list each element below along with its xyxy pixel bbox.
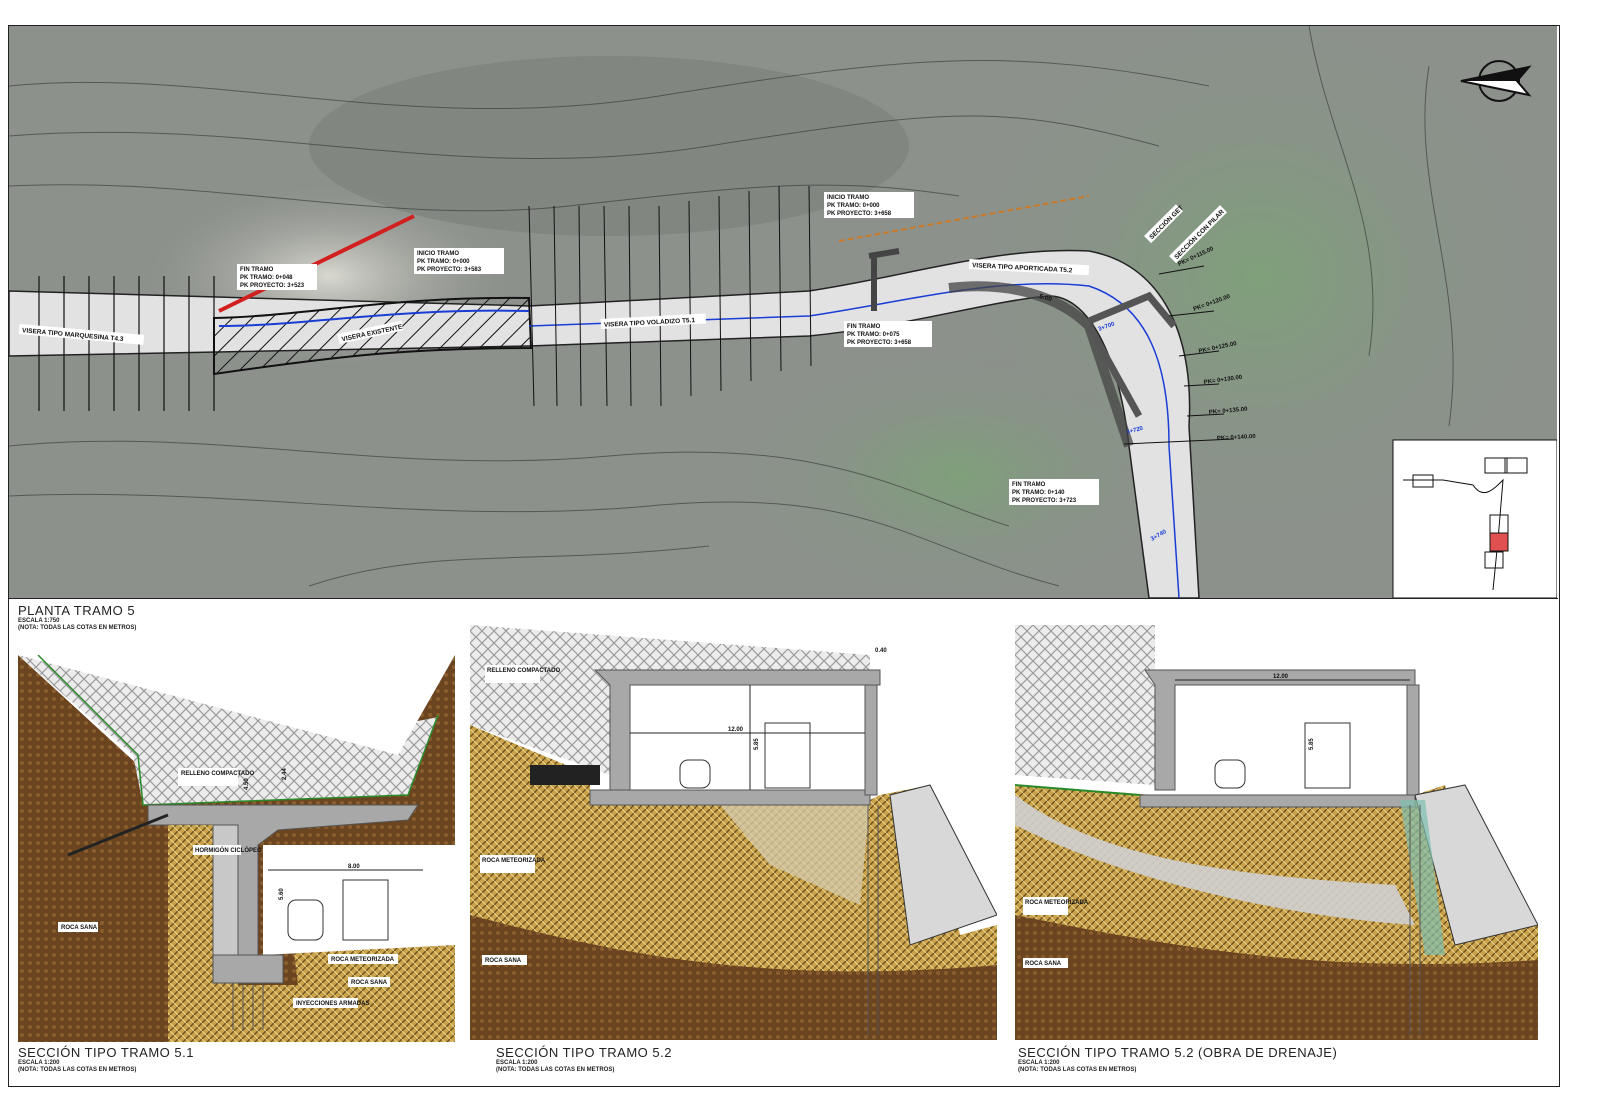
aporticada-structure (948, 281, 1134, 448)
svg-text:PK TRAMO: 0+000: PK TRAMO: 0+000 (417, 259, 470, 265)
svg-text:FIN TRAMO: FIN TRAMO (1012, 482, 1046, 488)
label-voladizo: VISERA TIPO VOLADIZO T5.1 (604, 317, 696, 329)
dim-12-00: 12.00 (728, 727, 744, 733)
dim-5-85: 5.85 (1309, 738, 1315, 750)
svg-text:PK= 0+130.00: PK= 0+130.00 (1203, 375, 1243, 386)
callouts: FIN TRAMO PK TRAMO: 0+048 PK PROYECTO: 3+5… (237, 192, 1099, 505)
label-hormigon-ciclopeo: HORMIGÓN CICLÓPEO (195, 846, 262, 854)
svg-text:PK= 0+135.00: PK= 0+135.00 (1209, 407, 1249, 416)
label-roca-meteorizada: ROCA METEORIZADA (482, 858, 546, 864)
contour-lines (9, 26, 1454, 587)
dim-2-44: 2.44 (282, 768, 288, 780)
svg-text:PK PROYECTO: 3+658: PK PROYECTO: 3+658 (827, 211, 892, 217)
north-arrow-icon (1460, 60, 1532, 102)
section-ticks (528, 185, 812, 407)
callout-inicio-tramo-1: INICIO TRAMO PK TRAMO: 0+000 PK PROYECTO: … (414, 248, 504, 274)
section-5-1-note: (NOTA: TODAS LAS COTAS EN METROS) (18, 1067, 137, 1073)
section-5-2-drenaje-title-block: SECCIÓN TIPO TRAMO 5.2 (OBRA DE DRENAJE)… (1018, 1045, 1337, 1074)
section-5-2-drawing: RELLENO COMPACTADO ROCA METEORIZADA ROCA… (470, 625, 997, 1040)
plan-note: (NOTA: TODAS LAS COTAS EN METROS) (18, 625, 137, 631)
label-relleno-compactado: RELLENO COMPACTADO (487, 668, 560, 674)
section-5-2-note: (NOTA: TODAS LAS COTAS EN METROS) (496, 1067, 615, 1073)
label-roca-sana: ROCA SANA (61, 925, 98, 931)
section-5-1-title: SECCIÓN TIPO TRAMO 5.1 (18, 1045, 194, 1060)
drawing-frame (8, 25, 1560, 1087)
svg-text:PK PROYECTO: 3+723: PK PROYECTO: 3+723 (1012, 498, 1077, 504)
section-5-2-drenaje-scale: ESCALA 1:200 (1018, 1060, 1060, 1066)
svg-text:INICIO TRAMO: INICIO TRAMO (827, 195, 869, 201)
label-roca-sana: ROCA SANA (1025, 961, 1062, 967)
label-inyecciones: INYECCIONES ARMADAS (296, 1001, 369, 1007)
label-roca-sana: ROCA SANA (485, 958, 522, 964)
plan-title: PLANTA TRAMO 5 (18, 603, 136, 618)
label-roca-sana-2: ROCA SANA (351, 980, 388, 986)
section-5-2-drenaje-drawing: ROCA METEORIZADA ROCA SANA 12.00 5.85 (1015, 625, 1538, 1040)
svg-text:FIN TRAMO: FIN TRAMO (847, 324, 881, 330)
section-5-2-title: SECCIÓN TIPO TRAMO 5.2 (496, 1045, 672, 1060)
location-key-map (1392, 439, 1557, 598)
section-5-1-title-block: SECCIÓN TIPO TRAMO 5.1 ESCALA 1:200 (NOT… (18, 1045, 194, 1074)
label-roca-meteorizada: ROCA METEORIZADA (1025, 900, 1089, 906)
dim-5-60: 5.60 (279, 888, 285, 900)
svg-text:INICIO TRAMO: INICIO TRAMO (417, 251, 459, 257)
svg-text:PK PROYECTO: 3+583: PK PROYECTO: 3+583 (417, 267, 482, 273)
svg-text:PK TRAMO: 0+075: PK TRAMO: 0+075 (847, 332, 900, 338)
svg-text:PK TRAMO: 0+140: PK TRAMO: 0+140 (1012, 490, 1065, 496)
callout-fin-tramo-1: FIN TRAMO PK TRAMO: 0+048 PK PROYECTO: 3+5… (237, 264, 317, 290)
svg-text:FIN TRAMO: FIN TRAMO (240, 267, 274, 273)
plan-view: VISERA TIPO MARQUESINA T4.3 VISERA EXIST… (9, 26, 1557, 598)
section-5-1-drawing: RELLENO COMPACTADO HORMIGÓN CICLÓPEO ROC… (18, 655, 455, 1042)
svg-text:PK PROYECTO: 3+523: PK PROYECTO: 3+523 (240, 283, 305, 289)
dim-4-50: 4.50 (244, 778, 250, 790)
label-roca-meteorizada: ROCA METEORIZADA (331, 957, 395, 963)
svg-text:PK TRAMO: 0+000: PK TRAMO: 0+000 (827, 203, 880, 209)
svg-text:3+700: 3+700 (1098, 321, 1117, 333)
dim-5-85: 5.85 (754, 738, 760, 750)
callout-fin-tramo-2: FIN TRAMO PK TRAMO: 0+075 PK PROYECTO: 3+6… (844, 321, 932, 347)
callout-fin-tramo-3: FIN TRAMO PK TRAMO: 0+140 PK PROYECTO: 3+7… (1009, 479, 1099, 505)
section-5-1-scale: ESCALA 1:200 (18, 1060, 60, 1066)
width-dim: 5.00 (1038, 293, 1052, 303)
svg-text:PK TRAMO: 0+048: PK TRAMO: 0+048 (240, 275, 293, 281)
plan-divider (8, 598, 1558, 599)
highlight-line (218, 214, 415, 313)
plan-scale: ESCALA 1:750 (18, 618, 60, 624)
dim-12-00: 12.00 (1273, 674, 1289, 680)
dim-0-40: 0.40 (875, 648, 887, 654)
section-5-2-title-block: SECCIÓN TIPO TRAMO 5.2 ESCALA 1:200 (NOT… (496, 1045, 672, 1074)
callout-inicio-tramo-2: INICIO TRAMO PK TRAMO: 0+000 PK PROYECTO: … (824, 192, 914, 218)
svg-text:PK PROYECTO: 3+658: PK PROYECTO: 3+658 (847, 340, 912, 346)
plan-title-block: PLANTA TRAMO 5 ESCALA 1:750 (NOTA: TODAS… (18, 603, 136, 632)
label-relleno-compactado: RELLENO COMPACTADO (181, 771, 254, 777)
section-5-2-scale: ESCALA 1:200 (496, 1060, 538, 1066)
section-5-2-drenaje-title: SECCIÓN TIPO TRAMO 5.2 (OBRA DE DRENAJE) (1018, 1045, 1338, 1060)
road-axis (528, 282, 1180, 598)
svg-text:PK= 0+140.00: PK= 0+140.00 (1217, 434, 1257, 442)
dim-8-00: 8.00 (348, 864, 360, 870)
section-5-2-drenaje-note: (NOTA: TODAS LAS COTAS EN METROS) (1018, 1067, 1137, 1073)
svg-text:3+720: 3+720 (1126, 426, 1144, 436)
